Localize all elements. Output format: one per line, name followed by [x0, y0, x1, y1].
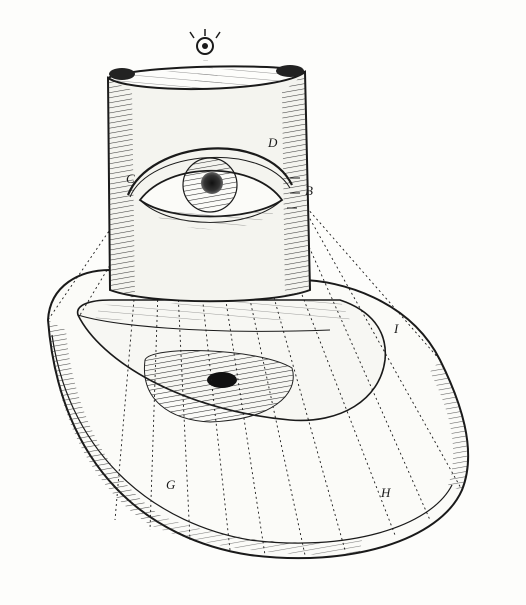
label-b: B	[305, 184, 313, 197]
label-h: H	[381, 486, 390, 499]
label-i: I	[394, 322, 398, 335]
label-c: C	[126, 172, 135, 185]
label-d: D	[268, 136, 277, 149]
label-g: G	[166, 478, 175, 491]
